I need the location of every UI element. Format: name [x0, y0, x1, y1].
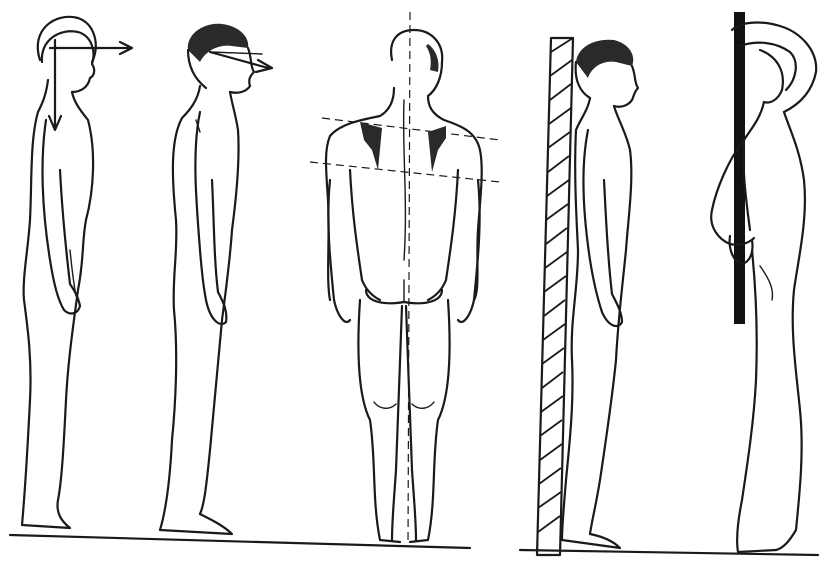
wall-icon — [537, 38, 573, 555]
figure-4 — [537, 38, 638, 555]
ground-line — [10, 535, 818, 555]
gaze-arrow-icon — [210, 52, 272, 72]
rotation-arc-icon — [38, 17, 96, 62]
figure-3 — [310, 12, 500, 545]
figure-5 — [711, 12, 816, 552]
figure-1 — [22, 17, 132, 528]
figure-2 — [160, 24, 272, 534]
vertical-arrow-icon — [49, 40, 61, 130]
center-vertical-line — [408, 12, 410, 545]
